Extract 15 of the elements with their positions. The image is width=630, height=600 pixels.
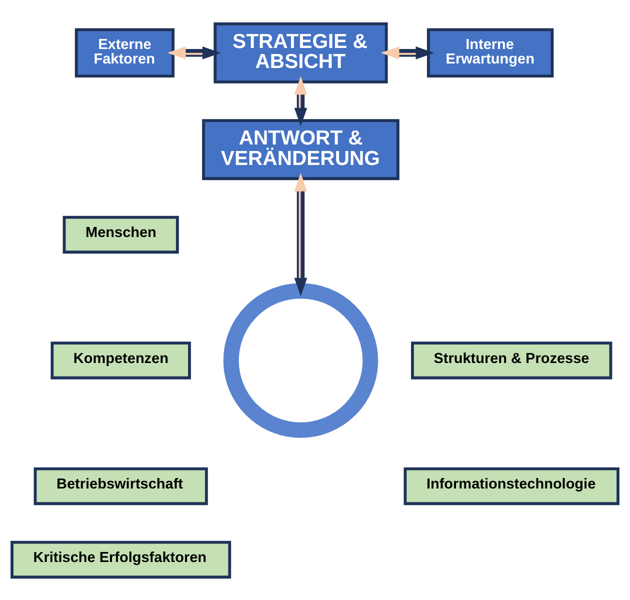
node-box: Kritische Erfolgsfaktoren (10, 540, 232, 578)
node-box: Menschen (62, 215, 179, 254)
arrow (294, 172, 308, 296)
arrow (380, 46, 434, 59)
node-box: Interne Erwartungen (426, 28, 554, 78)
node-circle (223, 282, 378, 438)
node-box: STRATEGIE & ABSICHT (214, 22, 388, 83)
arrow (167, 46, 221, 59)
node-box: Externe Faktoren (74, 28, 174, 78)
node-box: ANTWORT & VERÄNDERUNG (202, 118, 400, 180)
node-box: Kompetenzen (50, 341, 191, 379)
arrow (294, 76, 308, 126)
node-box: Strukturen & Prozesse (411, 341, 612, 379)
node-box: Informationstechnologie (404, 466, 620, 505)
node-box: Betriebswirtschaft (34, 466, 208, 505)
